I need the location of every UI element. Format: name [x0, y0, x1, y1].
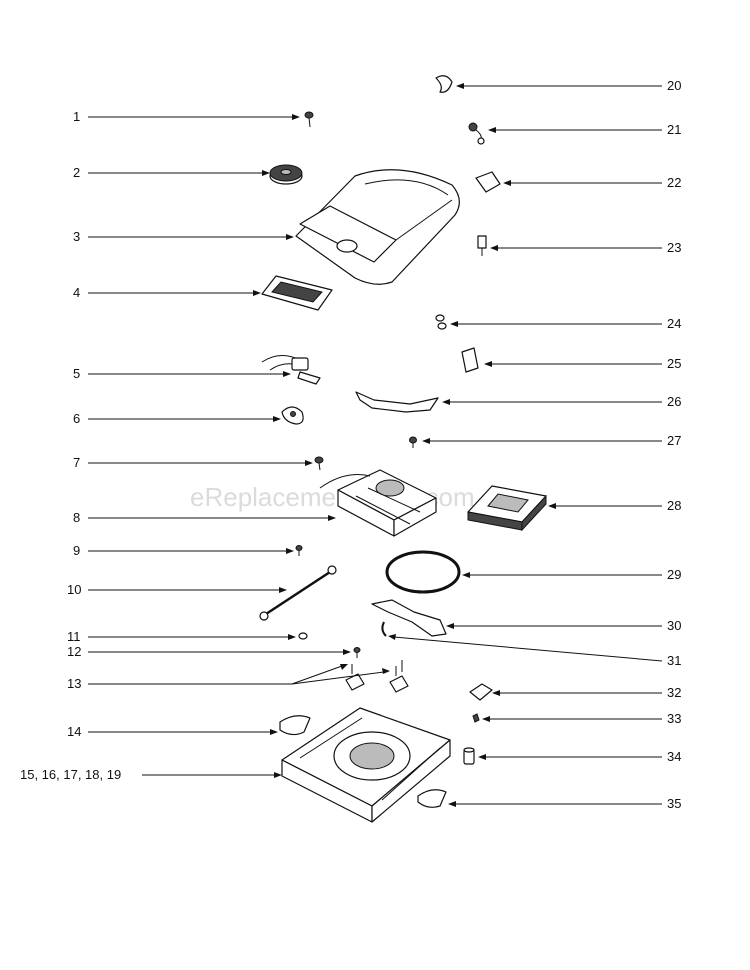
callout-31: 31 [388, 634, 681, 668]
part-7-screw [314, 456, 324, 471]
callout-9: 9 [73, 543, 294, 558]
callout-22: 22 [503, 175, 681, 190]
callout-13: 13 [67, 664, 390, 691]
callout-label: 4 [73, 285, 80, 300]
callout-label: 34 [667, 749, 681, 764]
callout-label: 20 [667, 78, 681, 93]
callout-35: 35 [448, 796, 681, 811]
callout-33: 33 [482, 711, 681, 726]
callout-label: 15, 16, 17, 18, 19 [20, 767, 121, 782]
callout-28: 28 [548, 498, 681, 513]
callout-5: 5 [73, 366, 291, 381]
part-1-screw [304, 111, 314, 128]
callout-6: 6 [73, 411, 281, 426]
part-21 [468, 122, 485, 145]
callout-label: 29 [667, 567, 681, 582]
callout-11: 11 [67, 629, 296, 644]
callout-label: 11 [67, 629, 81, 644]
callout-4: 4 [73, 285, 261, 300]
part-4-grille [261, 275, 333, 311]
callout-label: 2 [73, 165, 80, 180]
callout-7: 7 [73, 455, 313, 470]
callout-label: 32 [667, 685, 681, 700]
part-31 [381, 621, 387, 637]
part-20 [435, 75, 453, 93]
callout-label: 6 [73, 411, 80, 426]
callout-8: 8 [73, 510, 336, 525]
callout-label: 21 [667, 122, 681, 137]
callout-label: 14 [67, 724, 81, 739]
part-13-brackets [345, 660, 409, 693]
callout-label: 13 [67, 676, 81, 691]
part-10-rod [259, 565, 337, 621]
callout-label: 23 [667, 240, 681, 255]
part-34 [463, 747, 475, 765]
callout-label: 8 [73, 510, 80, 525]
part-35-pad [417, 789, 447, 808]
callout-label: 12 [67, 644, 81, 659]
callout-27: 27 [422, 433, 681, 448]
callout-label: 9 [73, 543, 80, 558]
callout-1: 1 [73, 109, 300, 124]
part-28-filter [467, 485, 547, 532]
callout-label: 3 [73, 229, 80, 244]
callout-label: 22 [667, 175, 681, 190]
callout-label: 35 [667, 796, 681, 811]
callout-label: 25 [667, 356, 681, 371]
part-26-bumper [355, 391, 439, 413]
part-8-motor-assembly [319, 469, 437, 537]
callout-20: 20 [456, 78, 681, 93]
callout-15-19: 15, 16, 17, 18, 19 [20, 767, 282, 782]
part-14-pad [279, 715, 311, 736]
callout-26: 26 [442, 394, 681, 409]
part-9-screw [295, 545, 303, 556]
callout-label: 10 [67, 582, 81, 597]
part-25 [461, 347, 479, 373]
callout-label: 33 [667, 711, 681, 726]
callout-23: 23 [490, 240, 681, 255]
part-30 [371, 599, 447, 637]
part-22 [475, 171, 501, 193]
callout-21: 21 [488, 122, 681, 137]
part-11-nut [298, 632, 308, 640]
part-29-belt [385, 550, 461, 594]
callout-label: 24 [667, 316, 681, 331]
callout-3: 3 [73, 229, 294, 244]
callout-30: 30 [446, 618, 681, 633]
callout-12: 12 [67, 644, 351, 659]
part-24 [435, 314, 447, 330]
callout-label: 5 [73, 366, 80, 381]
part-3-hood-cover [295, 169, 460, 285]
callout-29: 29 [462, 567, 681, 582]
callout-label: 30 [667, 618, 681, 633]
part-2-knob [269, 164, 303, 185]
part-32 [469, 683, 493, 701]
part-27-screw [409, 436, 417, 448]
callout-2: 2 [73, 165, 270, 180]
callout-label: 28 [667, 498, 681, 513]
callout-label: 7 [73, 455, 80, 470]
callout-14: 14 [67, 724, 278, 739]
callout-24: 24 [450, 316, 681, 331]
part-33 [472, 713, 480, 723]
part-23 [477, 235, 487, 256]
callout-34: 34 [478, 749, 681, 764]
callout-label: 27 [667, 433, 681, 448]
callout-10: 10 [67, 582, 287, 597]
part-5-switch [261, 355, 321, 385]
callout-25: 25 [484, 356, 681, 371]
callout-label: 26 [667, 394, 681, 409]
callout-label: 1 [73, 109, 80, 124]
part-6-clip [281, 406, 304, 425]
callout-label: 31 [667, 653, 681, 668]
part-12-screw [353, 647, 361, 658]
callout-32: 32 [492, 685, 681, 700]
part-15-19-base-plate [281, 707, 451, 823]
